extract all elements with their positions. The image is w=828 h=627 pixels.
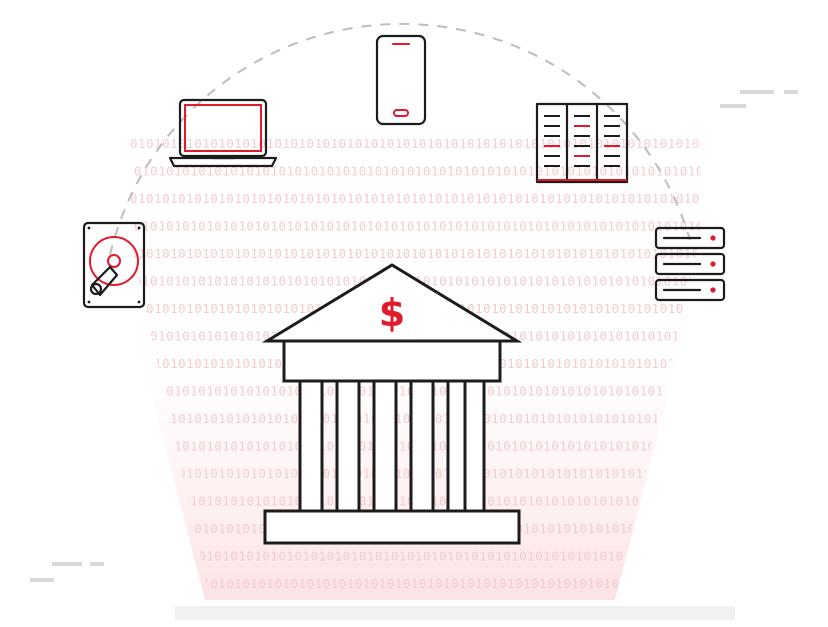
binary-row: 0101010101010101010101010101010101010101… bbox=[130, 301, 828, 316]
smartphone-icon bbox=[375, 34, 427, 126]
binary-row: 0101010101010101010101010101010101010101… bbox=[130, 576, 828, 591]
server-stack-icon bbox=[654, 226, 726, 302]
binary-row: 0101010101010101010101010101010101010101… bbox=[134, 549, 828, 564]
dollar-sign: $ bbox=[379, 291, 405, 335]
decor-dashes-bottom-left bbox=[30, 562, 104, 582]
binary-row: 0101010101010101010101010101010101010101… bbox=[134, 164, 828, 179]
bank-columns bbox=[298, 379, 486, 513]
floor-shadow bbox=[175, 606, 735, 620]
dashed-arc bbox=[109, 22, 691, 256]
hard-drive-icon bbox=[82, 221, 146, 309]
binary-row: 0101010101010101010101010101010101010101… bbox=[130, 191, 828, 206]
binary-row: 0101010101010101010101010101010101010101… bbox=[134, 219, 828, 234]
binary-row: 0101010101010101010101010101010101010101… bbox=[130, 136, 828, 151]
laptop-icon bbox=[168, 98, 278, 168]
decor-dashes-top-right bbox=[720, 90, 798, 108]
server-rack-icon bbox=[535, 102, 629, 184]
bank-entablature bbox=[282, 339, 502, 383]
binary-row: 0101010101010101010101010101010101010101… bbox=[130, 246, 828, 261]
bank-building: $ bbox=[261, 263, 523, 545]
bank-base bbox=[263, 509, 521, 545]
